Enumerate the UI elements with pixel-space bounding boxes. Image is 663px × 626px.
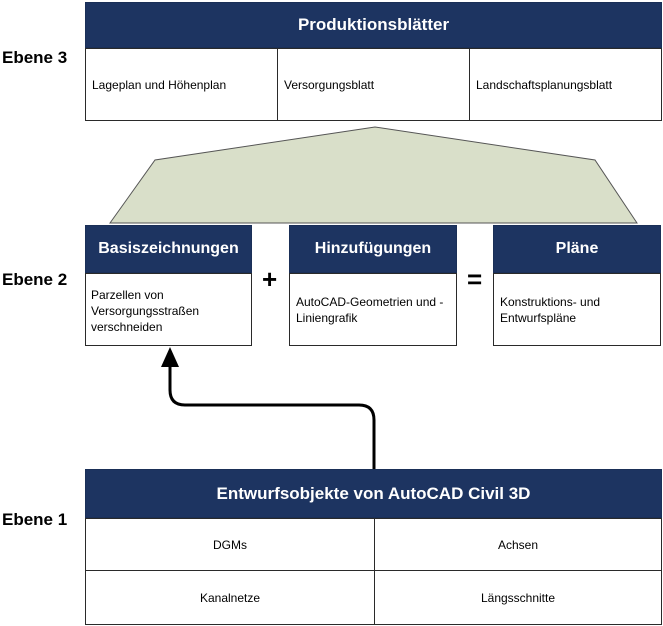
basiszeichnungen-body: Parzellen von Versorgungsstraßen verschn… [85, 273, 252, 346]
level2-label: Ebene 2 [2, 270, 68, 289]
basiszeichnungen-header: Basiszeichnungen [85, 225, 252, 273]
basiszeichnungen-title: Basiszeichnungen [98, 240, 239, 257]
level1-title: Entwurfsobjekte von AutoCAD Civil 3D [216, 483, 531, 503]
hinzufuegungen-header: Hinzufügungen [289, 225, 457, 273]
plus-sign: + [262, 264, 278, 294]
level3-cell-lageplan: Lageplan und Höhenplan [85, 48, 278, 121]
level1-cell-text: Längsschnitte [480, 590, 556, 605]
level1-cell-text: Achsen [497, 537, 539, 552]
basiszeichnungen-text: Parzellen von Versorgungsstraßen verschn… [91, 288, 200, 334]
level3-title: Produktionsblätter [297, 15, 450, 34]
level1-header: Entwurfsobjekte von AutoCAD Civil 3D [85, 469, 662, 518]
level1-cell-achsen: Achsen [374, 518, 662, 571]
level3-cell-text: Versorgungsblatt [284, 78, 375, 92]
level3-cell-landschaft: Landschaftsplanungsblatt [469, 48, 662, 121]
level1-cell-laengsschnitte: Längsschnitte [374, 570, 662, 625]
level1-cell-text: DGMs [213, 537, 247, 552]
merge-arrow [109, 126, 638, 224]
plaene-title: Pläne [555, 240, 599, 257]
level3-cell-text: Lageplan und Höhenplan [92, 78, 227, 92]
hinzufuegungen-body: AutoCAD-Geometrien und -Liniengrafik [289, 273, 457, 346]
plaene-body: Konstruktions- und Entwurfspläne [493, 273, 661, 346]
hinzufuegungen-text: AutoCAD-Geometrien und -Liniengrafik [296, 295, 444, 325]
level1-cell-dgms: DGMs [85, 518, 375, 571]
equals-sign: = [467, 264, 483, 294]
level3-label: Ebene 3 [2, 48, 68, 67]
level3-cell-versorgung: Versorgungsblatt [277, 48, 470, 121]
flow-arrowhead [161, 347, 179, 367]
level3-cell-text: Landschaftsplanungsblatt [476, 78, 613, 92]
plaene-text: Konstruktions- und Entwurfspläne [500, 295, 601, 325]
level3-header: Produktionsblätter [85, 2, 662, 48]
plaene-header: Pläne [493, 225, 661, 273]
hinzufuegungen-title: Hinzufügungen [314, 240, 432, 257]
level1-cell-kanalnetze: Kanalnetze [85, 570, 375, 625]
flow-arrow-line [168, 365, 376, 470]
level1-cell-text: Kanalnetze [199, 590, 261, 605]
level1-label: Ebene 1 [2, 510, 68, 529]
